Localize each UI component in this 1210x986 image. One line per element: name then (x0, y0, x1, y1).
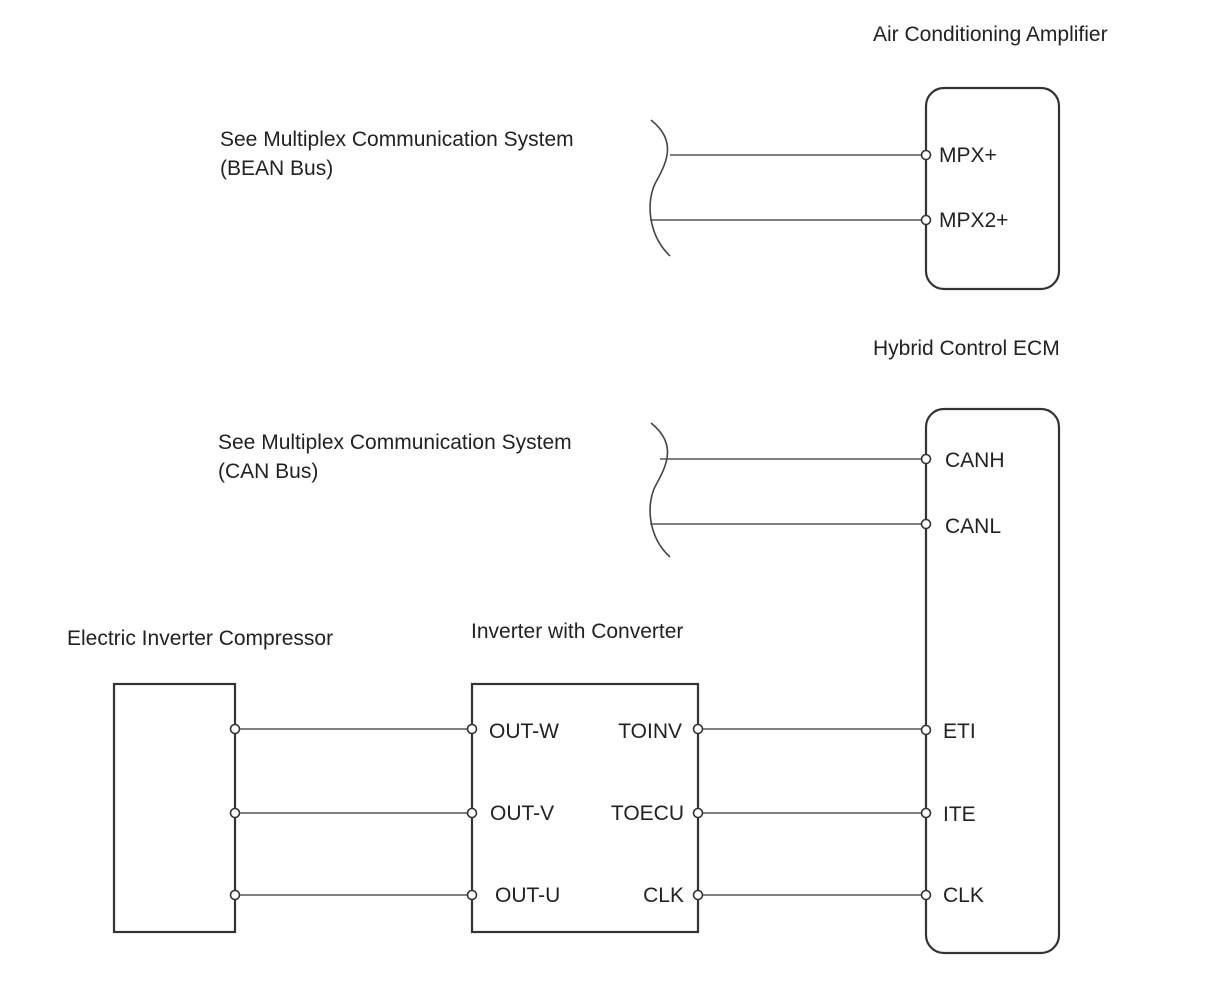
can-reference-line1: See Multiplex Communication System (218, 431, 572, 454)
bean-bus-break-symbol (649, 119, 671, 257)
inverter-pin-out-u-terminal (466, 889, 478, 901)
pin-label-out-w: OUT-W (489, 720, 559, 743)
can-reference-line2: (CAN Bus) (218, 460, 318, 483)
compressor-pin-w-terminal (229, 723, 241, 735)
pin-label-toecu: TOECU (611, 802, 684, 825)
pin-mpx2-plus-terminal (920, 214, 932, 226)
pin-label-mpx-plus: MPX+ (939, 144, 997, 167)
pin-label-out-u: OUT-U (495, 884, 560, 907)
compressor-title: Electric Inverter Compressor (67, 627, 333, 650)
pin-label-canh: CANH (945, 449, 1005, 472)
inverter-pin-out-v-terminal (466, 807, 478, 819)
can-bus-break-symbol (649, 422, 671, 558)
pin-label-mpx2-plus: MPX2+ (939, 209, 1008, 232)
compressor-box (112, 682, 237, 934)
pin-ecm-clk-terminal (920, 889, 932, 901)
hybrid-ecm-title: Hybrid Control ECM (873, 337, 1060, 360)
inverter-pin-clk-terminal (692, 889, 704, 901)
hybrid-ecm-box (924, 407, 1061, 955)
pin-eti-terminal (920, 724, 932, 736)
pin-canh-terminal (920, 453, 932, 465)
pin-ite-terminal (920, 807, 932, 819)
pin-label-eti: ETI (943, 720, 976, 743)
inverter-pin-toecu-terminal (692, 807, 704, 819)
pin-label-ite: ITE (943, 803, 976, 826)
inverter-title: Inverter with Converter (471, 620, 683, 643)
pin-label-toinv: TOINV (618, 720, 682, 743)
pin-label-inverter-clk: CLK (643, 884, 684, 907)
inverter-pin-out-w-terminal (466, 723, 478, 735)
inverter-pin-toinv-terminal (692, 723, 704, 735)
pin-label-canl: CANL (945, 515, 1001, 538)
compressor-pin-v-terminal (229, 807, 241, 819)
bean-reference-line1: See Multiplex Communication System (220, 128, 574, 151)
compressor-pin-u-terminal (229, 889, 241, 901)
pin-label-out-v: OUT-V (490, 802, 554, 825)
ac-amplifier-box (924, 86, 1061, 291)
ac-amplifier-title: Air Conditioning Amplifier (873, 23, 1108, 46)
pin-mpx-plus-terminal (920, 149, 932, 161)
bean-reference-line2: (BEAN Bus) (220, 157, 333, 180)
pin-label-ecm-clk: CLK (943, 884, 984, 907)
pin-canl-terminal (920, 518, 932, 530)
